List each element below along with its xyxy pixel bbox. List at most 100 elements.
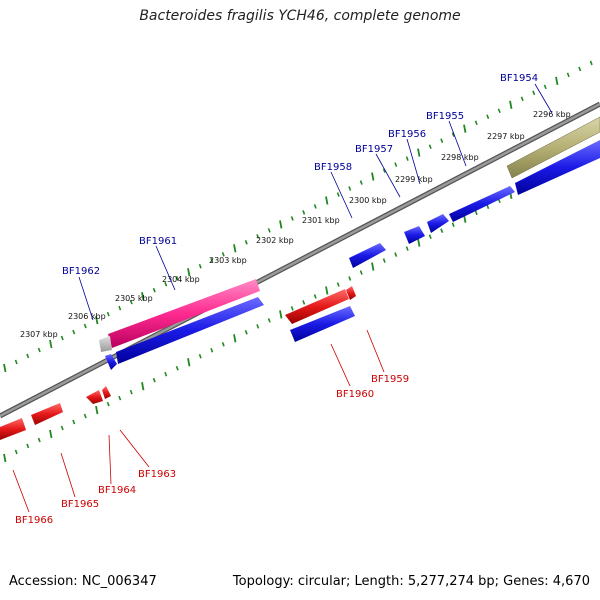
kbp-label-2298: 2298 kbp: [441, 153, 479, 162]
gene-feature-bf1957[interactable]: [404, 226, 425, 244]
reverse-scale-tick: [49, 429, 53, 439]
gene-feature-bf1960[interactable]: [285, 289, 349, 324]
gene-feature-bf1959[interactable]: [290, 306, 355, 342]
reverse-scale-tick: [106, 401, 110, 407]
forward-scale-tick: [532, 90, 536, 96]
reverse-scale-tick: [244, 330, 248, 335]
forward-scale-tick: [290, 216, 294, 221]
gene-feature-bf1955[interactable]: [449, 186, 515, 222]
reverse-scale-tick: [3, 453, 7, 463]
gene-feature-bf1965[interactable]: [31, 403, 63, 425]
forward-scale-tick: [382, 168, 386, 173]
reverse-scale-tick: [221, 342, 225, 347]
forward-scale-tick: [164, 281, 168, 287]
forward-genes: [99, 116, 600, 370]
kbp-label-2303: 2303 kbp: [209, 256, 247, 265]
reverse-scale-tick: [198, 353, 202, 359]
gene-label-bf1962[interactable]: BF1962: [62, 266, 100, 277]
gene-label-bf1960[interactable]: BF1960: [336, 389, 374, 400]
gene-label-bf1954[interactable]: BF1954: [500, 73, 538, 84]
gene-label-bf1966[interactable]: BF1966: [15, 515, 53, 526]
gene-labels: BF1954 BF1955 BF1956 BF1957 BF1958 BF196…: [15, 73, 538, 526]
gene-label-bf1964[interactable]: BF1964: [98, 485, 136, 496]
forward-scale-tick: [72, 329, 76, 335]
reverse-scale-tick: [164, 371, 168, 377]
gene-label-bf1963[interactable]: BF1963: [138, 469, 176, 480]
gene-label-bf1965[interactable]: BF1965: [61, 499, 99, 510]
gene-feature-pink[interactable]: [108, 279, 260, 348]
kbp-label-2297: 2297 kbp: [487, 132, 525, 141]
reverse-scale-tick: [118, 395, 122, 401]
reverse-scale-tick: [371, 262, 375, 271]
reverse-scale-tick: [290, 306, 294, 311]
kbp-label-2304: 2304 kbp: [162, 275, 200, 284]
forward-scale-tick: [49, 339, 53, 349]
forward-scale-tick: [313, 204, 317, 209]
reverse-scale-tick: [129, 389, 133, 395]
kbp-label-2307: 2307 kbp: [20, 330, 58, 339]
gene-feature-olive[interactable]: [506, 116, 600, 179]
forward-scale-tick: [348, 186, 352, 191]
kbp-label-2302: 2302 kbp: [256, 236, 294, 245]
reverse-scale-tick: [26, 443, 30, 449]
gene-label-bf1958[interactable]: BF1958: [314, 162, 352, 173]
reverse-scale-tick: [37, 437, 41, 443]
reverse-scale-tick: [267, 318, 271, 323]
forward-scale-tick: [26, 353, 30, 359]
gene-feature-bf1954[interactable]: [515, 140, 600, 195]
kbp-label-2301: 2301 kbp: [302, 216, 340, 225]
gene-label-bf1959[interactable]: BF1959: [371, 374, 409, 385]
forward-scale-tick: [509, 100, 513, 109]
forward-scale-ticks: [3, 60, 593, 373]
map-title: Bacteroides fragilis YCH46, complete gen…: [139, 8, 461, 24]
forward-scale-tick: [129, 299, 133, 305]
gene-label-bf1957[interactable]: BF1957: [355, 144, 393, 155]
reverse-scale-tick: [60, 425, 64, 431]
gene-label-bf1961[interactable]: BF1961: [139, 236, 177, 247]
accession-text: Accession: NC_006347: [9, 574, 157, 589]
reverse-scale-tick: [313, 294, 317, 299]
gene-feature-bf1963[interactable]: [102, 386, 111, 399]
gene-feature-bf1966[interactable]: [0, 418, 26, 440]
forward-scale-tick: [474, 120, 478, 126]
forward-scale-tick: [451, 132, 455, 137]
forward-scale-tick: [221, 252, 225, 257]
reverse-scale-tick: [256, 324, 260, 329]
reverse-scale-ticks: [3, 150, 593, 463]
kbp-label-2306: 2306 kbp: [68, 312, 106, 321]
forward-scale-tick: [267, 228, 271, 233]
reverse-scale-tick: [336, 282, 340, 287]
gene-label-bf1955[interactable]: BF1955: [426, 111, 464, 122]
gene-feature-bf1962[interactable]: [105, 354, 117, 370]
forward-scale-tick: [95, 315, 99, 325]
reverse-scale-tick: [72, 419, 76, 425]
reverse-scale-tick: [302, 300, 306, 305]
gene-feature-red-small[interactable]: [346, 286, 356, 300]
forward-scale-tick: [83, 323, 87, 329]
forward-scale-tick: [3, 363, 7, 373]
gene-feature-bf1964[interactable]: [86, 390, 103, 404]
gene-feature-bf1961[interactable]: [116, 297, 264, 364]
reverse-scale-tick: [417, 238, 421, 247]
reverse-scale-tick: [210, 347, 214, 353]
forward-scale-tick: [578, 66, 582, 72]
gene-feature-bf1958[interactable]: [349, 243, 386, 268]
forward-scale-tick: [371, 172, 375, 181]
forward-scale-tick: [279, 220, 283, 229]
forward-scale-tick: [37, 347, 41, 353]
chromosome-backbone: [0, 101, 600, 419]
reverse-scale-tick: [394, 252, 398, 257]
forward-scale-tick: [141, 291, 145, 301]
forward-scale-tick: [394, 162, 398, 167]
scale-labels: 2296 kbp 2297 kbp 2298 kbp 2299 kbp 2300…: [20, 110, 571, 339]
forward-scale-tick: [555, 76, 559, 86]
forward-scale-tick: [520, 96, 524, 102]
gene-feature-grey[interactable]: [99, 336, 112, 352]
gene-label-bf1956[interactable]: BF1956: [388, 129, 426, 140]
forward-scale-tick: [497, 108, 501, 114]
forward-scale-tick: [336, 192, 340, 197]
forward-scale-tick: [233, 244, 237, 253]
gene-feature-bf1956[interactable]: [427, 214, 449, 233]
kbp-label-2305: 2305 kbp: [115, 294, 153, 303]
